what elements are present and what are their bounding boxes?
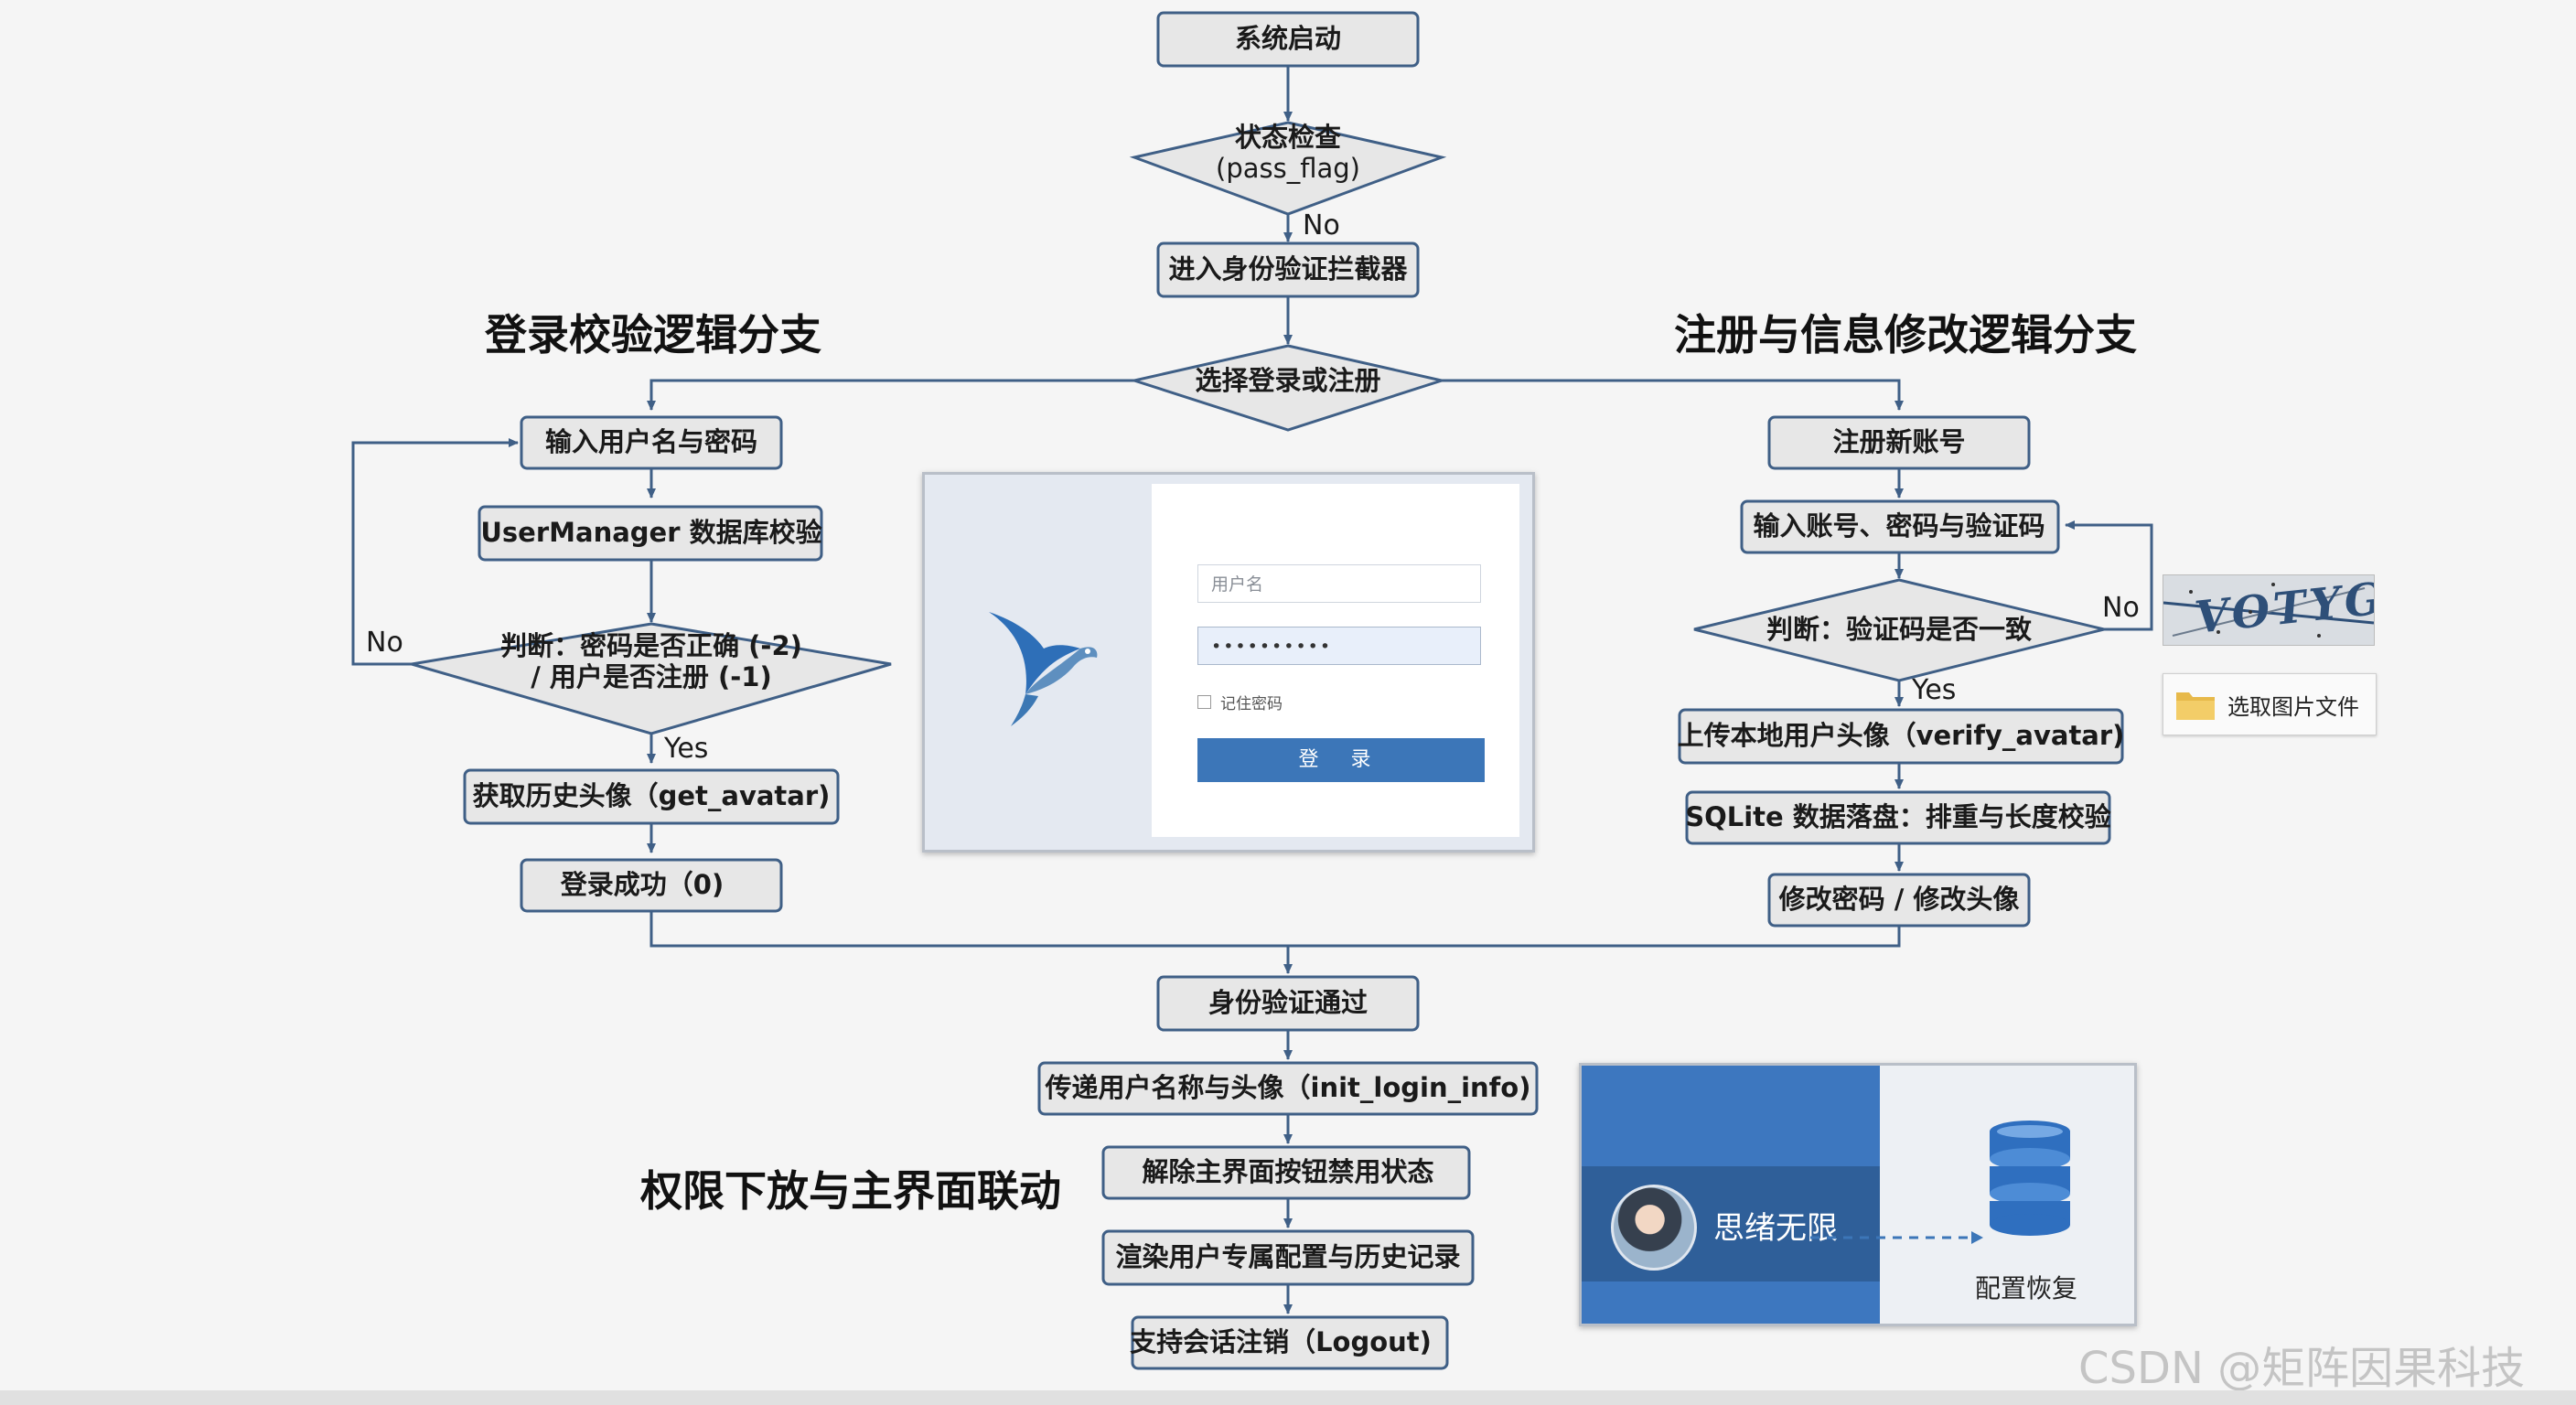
node-status-check: 状态检查 (pass_flag) (1129, 121, 1447, 216)
node-input-account: 输入账号、密码与验证码 (1740, 499, 2060, 554)
edge-captcha-no-loop (2065, 520, 2153, 631)
config-restore-label: 配置恢复 (1975, 1273, 2078, 1303)
edge-label-status-no: No (1303, 209, 1340, 241)
remember-password-checkbox[interactable]: 记住密码 (1197, 691, 1283, 713)
edge-label-login-no: No (366, 627, 403, 659)
watermark: CSDN @矩阵因果科技 (2078, 1343, 2526, 1394)
login-form-panel: 用户名 •••••••••• 记住密码 登 录 (1152, 484, 1519, 837)
node-logout: 支持会话注销（Logout) (1130, 1315, 1449, 1370)
heading-permission: 权限下放与主界面联动 (640, 1166, 1061, 1216)
heading-login-branch: 登录校验逻辑分支 (485, 310, 821, 359)
svg-text:支持会话注销（Logout): 支持会话注销（Logout) (1130, 1326, 1432, 1357)
edge-modify-to-merge (1288, 926, 1901, 948)
svg-text:解除主界面按钮禁用状态: 解除主界面按钮禁用状态 (1142, 1156, 1433, 1187)
svg-text:UserManager 数据库校验: UserManager 数据库校验 (480, 517, 821, 548)
choose-image-file-label: 选取图片文件 (2227, 693, 2359, 720)
svg-text:判断：密码是否正确 (-2): 判断：密码是否正确 (-2) (500, 630, 802, 661)
svg-text:/ 用户是否注册 (-1): / 用户是否注册 (-1) (531, 661, 772, 692)
password-input[interactable]: •••••••••• (1197, 627, 1481, 665)
svg-text:判断：验证码是否一致: 判断：验证码是否一致 (1766, 614, 2033, 645)
folder-icon (2176, 692, 2215, 720)
node-pass-info: 传递用户名称与头像（init_login_info) (1037, 1061, 1539, 1116)
node-login-success: 登录成功（0) (520, 858, 783, 913)
node-unlock-buttons: 解除主界面按钮禁用状态 (1101, 1145, 1471, 1200)
svg-text:上传本地用户头像（verify_avatar): 上传本地用户头像（verify_avatar) (1678, 720, 2125, 751)
svg-text:(pass_flag): (pass_flag) (1216, 153, 1360, 184)
node-interceptor: 进入身份验证拦截器 (1156, 241, 1420, 298)
edge-success-to-auth (649, 911, 1293, 974)
node-judge-captcha: 判断：验证码是否一致 (1693, 578, 2105, 682)
database-icon (1990, 1121, 2070, 1236)
svg-text:进入身份验证拦截器: 进入身份验证拦截器 (1168, 253, 1408, 284)
svg-text:传递用户名称与头像（init_login_info): 传递用户名称与头像（init_login_info) (1045, 1072, 1531, 1103)
svg-text:获取历史头像（get_avatar): 获取历史头像（get_avatar) (473, 780, 831, 811)
choose-image-file-button[interactable]: 选取图片文件 (2163, 673, 2377, 735)
node-upload-avatar: 上传本地用户头像（verify_avatar) (1678, 708, 2125, 765)
username-input[interactable]: 用户名 (1197, 564, 1481, 603)
node-get-avatar: 获取历史头像（get_avatar) (463, 768, 840, 825)
edge-choose-to-register (1442, 379, 1904, 411)
edge-judge-no-loop (351, 438, 519, 666)
node-render-config: 渲染用户专属配置与历史记录 (1101, 1229, 1475, 1286)
login-window-mockup: 用户名 •••••••••• 记住密码 登 录 (922, 472, 1535, 853)
node-choose: 选择登录或注册 (1129, 344, 1447, 432)
edge-label-captcha-yes: Yes (1911, 674, 1956, 706)
captcha-image: VOTYG (2163, 574, 2375, 646)
remember-label: 记住密码 (1220, 695, 1283, 713)
node-register-new: 注册新账号 (1767, 415, 2031, 470)
bird-logo-icon (989, 612, 1098, 726)
edges (351, 66, 2153, 1314)
node-input-user-pwd: 输入用户名与密码 (520, 415, 783, 470)
dashed-arrow-icon (1810, 1231, 1983, 1244)
node-db-check: UserManager 数据库校验 (478, 505, 823, 562)
svg-text:输入用户名与密码: 输入用户名与密码 (545, 426, 757, 457)
profile-mockup: 思绪无限 配置恢复 (1579, 1063, 2137, 1326)
edge-choose-to-login (647, 379, 1136, 411)
svg-text:登录成功（0): 登录成功（0) (560, 869, 724, 900)
checkbox-box[interactable] (1197, 695, 1211, 709)
login-button[interactable]: 登 录 (1197, 738, 1485, 782)
svg-text:状态检查: 状态检查 (1235, 122, 1341, 153)
svg-text:修改密码 / 修改头像: 修改密码 / 修改头像 (1778, 884, 2020, 915)
node-system-start: 系统启动 (1156, 11, 1420, 68)
svg-text:系统启动: 系统启动 (1235, 23, 1341, 54)
svg-text:身份验证通过: 身份验证通过 (1208, 987, 1368, 1018)
svg-text:选择登录或注册: 选择登录或注册 (1195, 365, 1380, 396)
svg-text:输入账号、密码与验证码: 输入账号、密码与验证码 (1753, 510, 2045, 542)
profile-user-name: 思绪无限 (1713, 1210, 1838, 1247)
svg-text:SQLite 数据落盘：排重与长度校验: SQLite 数据落盘：排重与长度校验 (1685, 801, 2111, 832)
captcha-noise-icon (2163, 583, 2374, 638)
svg-text:注册新账号: 注册新账号 (1832, 426, 1965, 457)
bottom-strip (0, 1390, 2576, 1405)
node-sqlite-save: SQLite 数据落盘：排重与长度校验 (1685, 790, 2111, 845)
node-modify: 修改密码 / 修改头像 (1767, 873, 2031, 928)
svg-text:渲染用户专属配置与历史记录: 渲染用户专属配置与历史记录 (1115, 1241, 1460, 1272)
node-auth-pass: 身份验证通过 (1156, 975, 1420, 1032)
edge-label-captcha-no: No (2102, 592, 2140, 624)
edge-label-login-yes: Yes (663, 733, 708, 765)
avatar (1611, 1185, 1697, 1271)
node-judge-pwd: 判断：密码是否正确 (-2) / 用户是否注册 (-1) (411, 622, 892, 735)
heading-register-branch: 注册与信息修改逻辑分支 (1674, 310, 2137, 359)
